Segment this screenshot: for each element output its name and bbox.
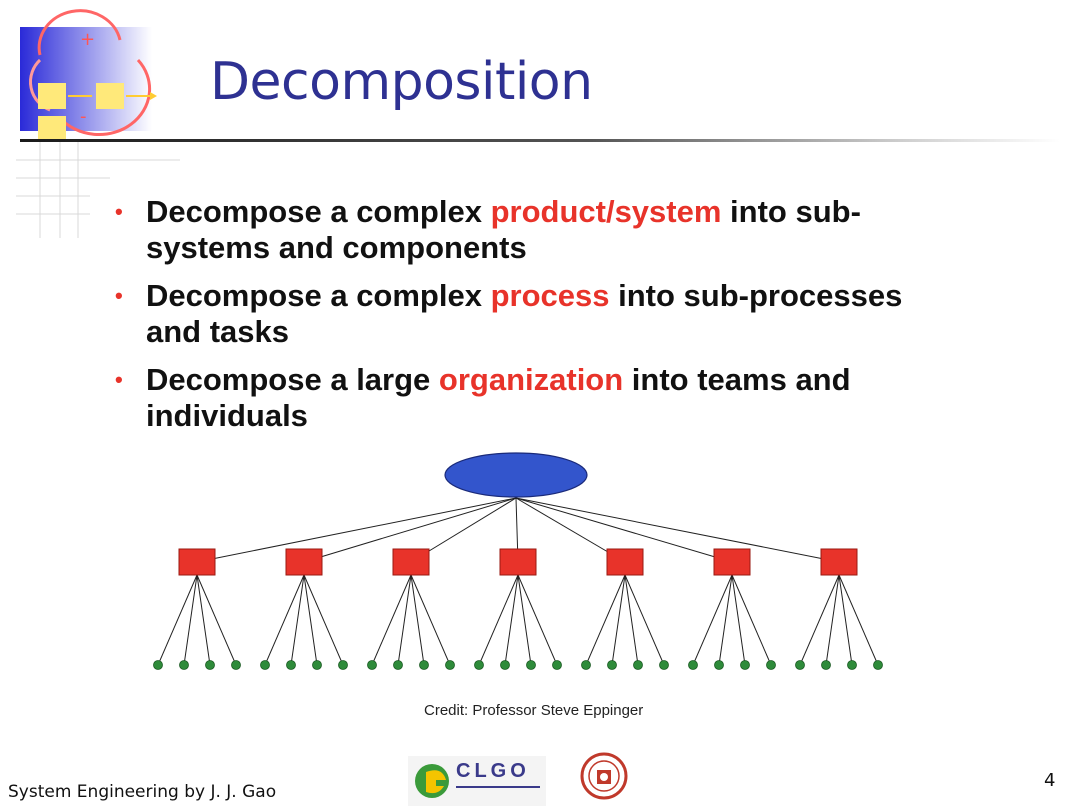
tree-edge <box>825 574 840 666</box>
bullet-dot-icon: • <box>115 199 123 224</box>
tree-edge <box>478 574 519 666</box>
tree-edge <box>517 574 532 666</box>
bullet-text: Decompose a large <box>146 362 439 397</box>
hierarchy-diagram <box>153 452 883 670</box>
tree-edge <box>624 574 665 666</box>
bullet-item: • Decompose a large organization into te… <box>112 362 932 434</box>
leaf-node <box>607 660 617 670</box>
bullet-text: into sub-processes and tasks <box>146 278 903 349</box>
leaf-node <box>873 660 883 670</box>
title-divider <box>20 139 1060 142</box>
tree-edge <box>731 574 772 666</box>
tree-edge <box>718 574 733 666</box>
bullet-highlight: product/system <box>490 194 722 229</box>
tree-edge <box>410 574 451 666</box>
tree-edge <box>504 574 519 666</box>
bullet-text: Decompose a complex <box>146 278 491 313</box>
image-credit: Credit: Professor Steve Eppinger <box>424 702 644 719</box>
leaf-node <box>153 660 163 670</box>
tree-edge <box>838 574 879 666</box>
clgo-logo-icon <box>408 756 546 806</box>
tree-edge <box>397 574 412 666</box>
leaf-node <box>231 660 241 670</box>
tree-edge <box>264 574 305 666</box>
tree-edge <box>303 574 344 666</box>
leaf-node <box>393 660 403 670</box>
child-node <box>178 548 216 576</box>
tree-edge <box>196 497 517 563</box>
root-node <box>444 452 588 498</box>
bullet-text: into sub-systems and components <box>146 194 861 265</box>
tree-edge <box>303 574 318 666</box>
leaf-node <box>526 660 536 670</box>
tree-edge <box>196 574 237 666</box>
leaf-node <box>286 660 296 670</box>
corner-decoration-icon: + - <box>16 9 180 238</box>
clgo-logo-text: CLGO <box>456 760 530 782</box>
leaf-node <box>260 660 270 670</box>
leaf-node <box>847 660 857 670</box>
tree-edge <box>515 497 733 563</box>
leaf-node <box>688 660 698 670</box>
bullet-dot-icon: • <box>115 283 123 308</box>
tree-edge <box>371 574 412 666</box>
child-node <box>285 548 323 576</box>
tree-edge <box>515 497 840 563</box>
tree-edge <box>731 574 746 666</box>
svg-text:-: - <box>80 106 87 127</box>
child-node <box>606 548 644 576</box>
leaf-node <box>367 660 377 670</box>
tree-edge <box>410 574 425 666</box>
leaf-node <box>659 660 669 670</box>
leaf-node <box>474 660 484 670</box>
bullet-highlight: process <box>490 278 610 313</box>
leaf-node <box>445 660 455 670</box>
leaf-node <box>714 660 724 670</box>
tree-edge <box>838 574 853 666</box>
child-node <box>820 548 858 576</box>
leaf-node <box>795 660 805 670</box>
bullet-item: • Decompose a complex product/system int… <box>112 194 932 266</box>
leaf-node <box>581 660 591 670</box>
child-node <box>713 548 751 576</box>
leaf-node <box>552 660 562 670</box>
page-number: 4 <box>1044 770 1056 791</box>
child-node <box>499 548 537 576</box>
tree-edge <box>157 574 198 666</box>
leaf-node <box>740 660 750 670</box>
tree-edge <box>303 497 517 563</box>
leaf-node <box>766 660 776 670</box>
bullet-text: Decompose a complex <box>146 194 491 229</box>
bullet-dot-icon: • <box>115 367 123 392</box>
footer-text: System Engineering by J. J. Gao <box>8 782 277 802</box>
tree-edge <box>196 574 211 666</box>
bullet-text: into teams and individuals <box>146 362 851 433</box>
bullet-list: • Decompose a complex product/system int… <box>112 194 932 446</box>
leaf-node <box>500 660 510 670</box>
university-seal-icon <box>580 752 628 800</box>
tree-edge <box>290 574 305 666</box>
tree-edge <box>585 574 626 666</box>
leaf-node <box>419 660 429 670</box>
tree-edge <box>624 574 639 666</box>
leaf-node <box>205 660 215 670</box>
leaf-node <box>179 660 189 670</box>
tree-edge <box>517 574 558 666</box>
bullet-highlight: organization <box>438 362 624 397</box>
tree-edge <box>183 574 198 666</box>
leaf-node <box>821 660 831 670</box>
bullet-item: • Decompose a complex process into sub-p… <box>112 278 932 350</box>
leaf-node <box>312 660 322 670</box>
child-node <box>392 548 430 576</box>
tree-edge <box>611 574 626 666</box>
leaf-node <box>338 660 348 670</box>
clgo-logo-underline <box>456 786 540 788</box>
tree-edges <box>157 497 879 666</box>
page-title: Decomposition <box>210 52 593 112</box>
tree-edge <box>799 574 840 666</box>
leaf-node <box>633 660 643 670</box>
tree-edge <box>692 574 733 666</box>
svg-text:+: + <box>80 29 95 50</box>
